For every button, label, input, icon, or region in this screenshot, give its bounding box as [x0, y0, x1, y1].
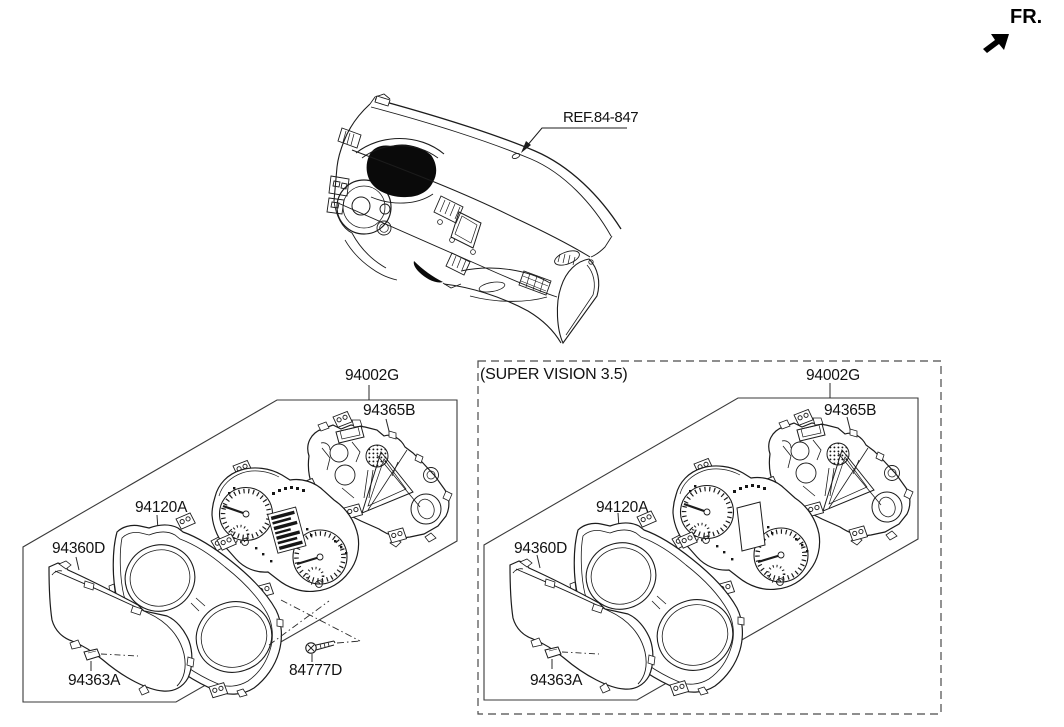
part-label-cluster-assembly-standard: 94002G	[345, 367, 399, 384]
part-label-front-lens-standard: 94360D	[52, 540, 106, 557]
standard-cluster-diagram	[22, 385, 458, 703]
super-vision-assembly-border	[483, 397, 919, 701]
super-vision-cluster-diagram	[477, 360, 942, 715]
ref-leader-line	[521, 127, 627, 153]
super-vision-lcd-window	[736, 501, 766, 552]
part-label-bezel-standard: 94120A	[135, 499, 188, 516]
part-label-bezel-super-vision: 94120A	[596, 499, 649, 516]
part-label-screw-standard: 84777D	[289, 662, 343, 679]
fr-direction-arrow-icon	[983, 34, 1009, 53]
standard-faceplate	[210, 460, 358, 598]
part-label-front-lens-super-vision: 94360D	[514, 540, 568, 557]
standard-clip	[83, 648, 139, 661]
super-vision-faceplate	[671, 458, 819, 596]
fr-direction-label: FR.	[1010, 6, 1043, 28]
dashboard-illustration	[326, 93, 622, 345]
super-vision-parts	[509, 383, 913, 696]
super-vision-dashed-border	[477, 360, 942, 715]
standard-assembly-border	[22, 399, 458, 703]
part-label-clip-super-vision: 94363A	[530, 672, 583, 689]
part-label-rear-case-super-vision: 94365B	[824, 402, 877, 419]
ref-callout-label: REF.84-847	[563, 109, 639, 126]
part-label-clip-standard: 94363A	[68, 672, 121, 689]
standard-barcode-label	[267, 506, 307, 554]
standard-screw	[268, 599, 361, 654]
super-vision-clip	[544, 646, 600, 659]
part-label-rear-case-standard: 94365B	[363, 402, 416, 419]
super-vision-variant-title: (SUPER VISION 3.5)	[480, 366, 628, 383]
part-label-cluster-assembly-super-vision: 94002G	[806, 367, 860, 384]
